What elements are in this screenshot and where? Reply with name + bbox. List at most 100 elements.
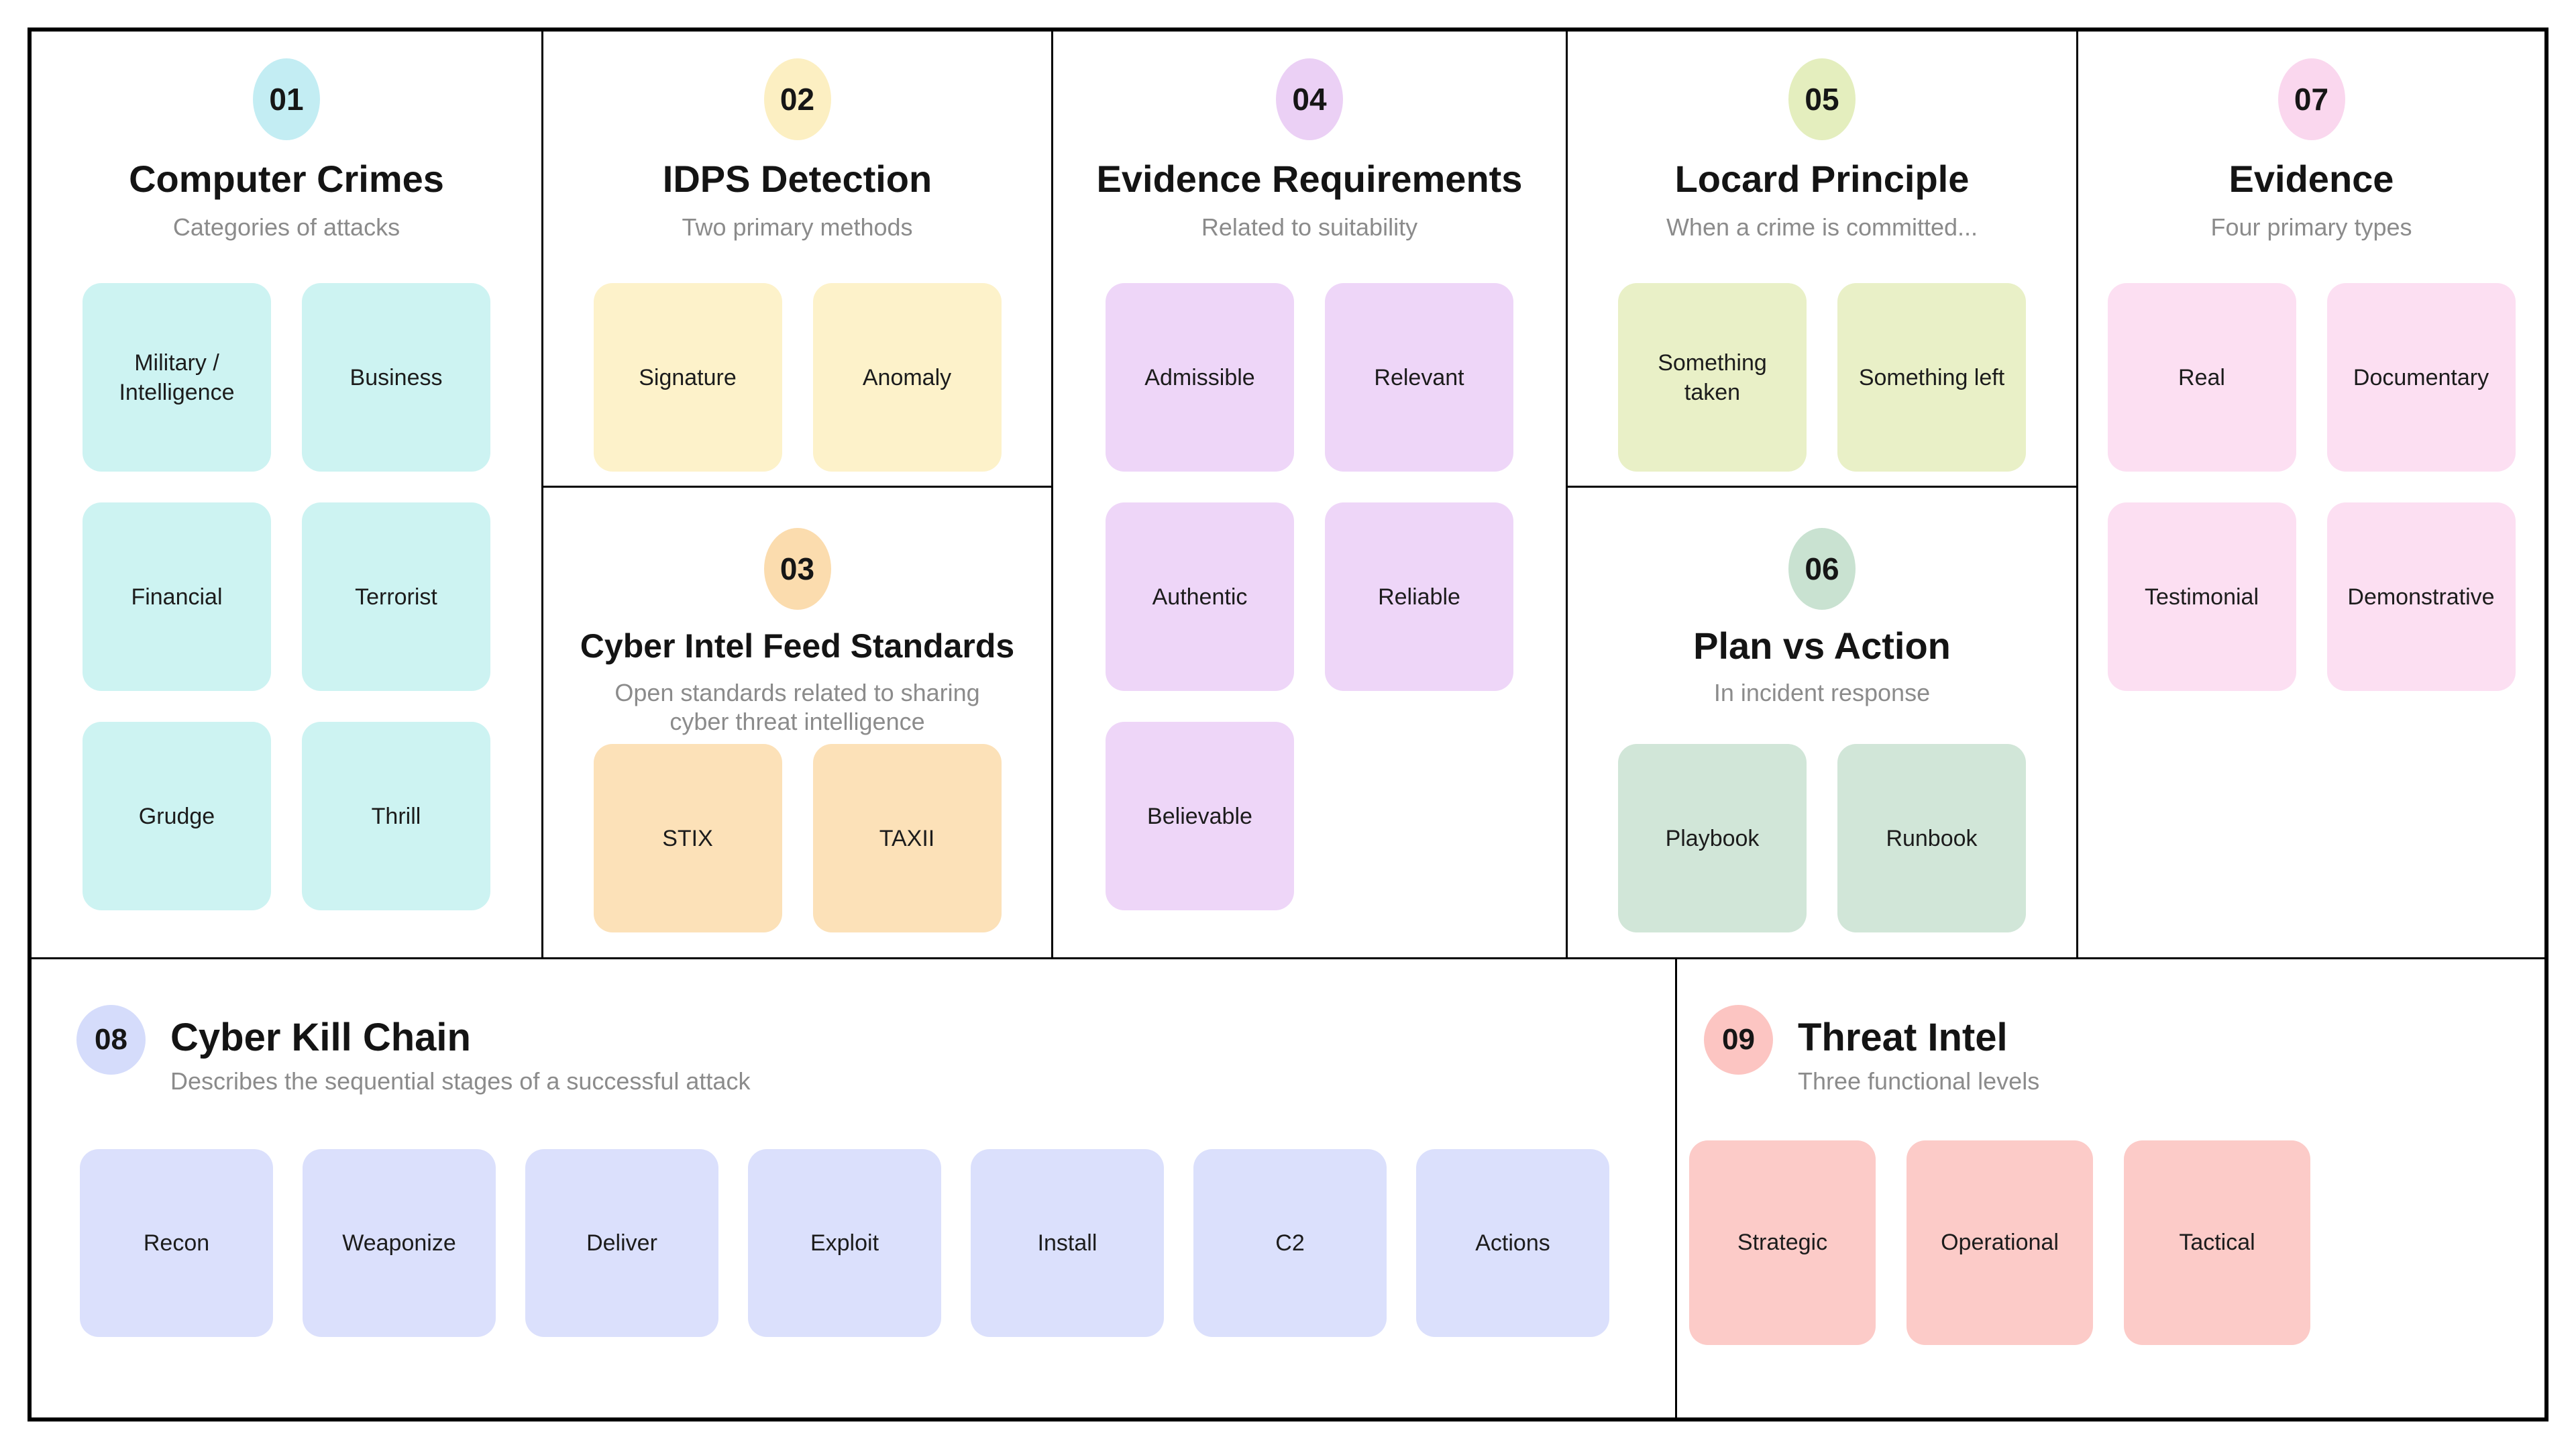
item-box: Strategic: [1689, 1140, 1876, 1345]
item-box: Grudge: [83, 722, 271, 910]
section-header: 09 Threat Intel Three functional levels: [1689, 1005, 2544, 1095]
section-number: 04: [1292, 82, 1327, 117]
column-4: 05 Locard Principle When a crime is comm…: [1568, 32, 2078, 957]
column-5: 07 Evidence Four primary types Real Docu…: [2078, 32, 2544, 957]
section-number: 05: [1805, 82, 1839, 117]
item-row: Strategic Operational Tactical: [1689, 1140, 2544, 1345]
section-header-text: Cyber Kill Chain Describes the sequentia…: [170, 1005, 750, 1095]
section-threat-intel: 09 Threat Intel Three functional levels …: [1677, 959, 2544, 1417]
cell-idps: 02 IDPS Detection Two primary methods Si…: [543, 32, 1051, 488]
section-subtitle: Four primary types: [2210, 213, 2412, 241]
cell-cifs: 03 Cyber Intel Feed Standards Open stand…: [543, 488, 1051, 955]
section-number-badge: 03: [763, 528, 831, 610]
section-subtitle: Open standards related to sharing cyber …: [614, 679, 980, 735]
item-box: Real: [2107, 283, 2296, 472]
section-computer-crimes: 01 Computer Crimes Categories of attacks…: [32, 32, 541, 957]
section-title: Threat Intel: [1798, 1016, 2008, 1059]
item-box: Testimonial: [2107, 502, 2296, 691]
bottom-grid: 08 Cyber Kill Chain Describes the sequen…: [32, 959, 2544, 1417]
section-number: 03: [780, 551, 815, 586]
item-row: Recon Weaponize Deliver Exploit Install …: [80, 1149, 1675, 1337]
section-subtitle: Describes the sequential stages of a suc…: [170, 1067, 751, 1095]
section-number-badge: 04: [1276, 58, 1343, 140]
item-box: Operational: [1907, 1140, 2093, 1345]
section-number-badge: 01: [253, 58, 320, 140]
section-number: 08: [95, 1023, 127, 1056]
item-box: C2: [1193, 1149, 1387, 1337]
column-3: 04 Evidence Requirements Related to suit…: [1053, 32, 1568, 957]
section-number-badge: 05: [1788, 58, 1856, 140]
item-box: Business: [302, 283, 490, 472]
column-2: 02 IDPS Detection Two primary methods Si…: [543, 32, 1053, 957]
item-box: STIX: [593, 744, 782, 932]
section-locard-principle: 05 Locard Principle When a crime is comm…: [1568, 32, 2076, 486]
item-box: Demonstrative: [2326, 502, 2516, 691]
item-box: Exploit: [748, 1149, 941, 1337]
section-title: Evidence: [2229, 158, 2394, 200]
item-grid: Signature Anomaly: [593, 283, 1002, 472]
item-box: Financial: [83, 502, 271, 691]
section-title: Cyber Intel Feed Standards: [580, 627, 1015, 665]
item-box: Install: [971, 1149, 1164, 1337]
item-box: Recon: [80, 1149, 273, 1337]
item-box: Thrill: [302, 722, 490, 910]
item-box: Believable: [1106, 722, 1294, 910]
section-idps-detection: 02 IDPS Detection Two primary methods Si…: [543, 32, 1051, 486]
section-title: IDPS Detection: [662, 158, 932, 200]
section-subtitle: Related to suitability: [1201, 213, 1418, 241]
top-grid: 01 Computer Crimes Categories of attacks…: [32, 32, 2544, 959]
section-number: 07: [2294, 82, 2329, 117]
section-title: Computer Crimes: [129, 158, 444, 200]
item-box: Documentary: [2326, 283, 2516, 472]
item-box: Reliable: [1325, 502, 1513, 691]
item-grid: Admissible Relevant Authentic Reliable B…: [1106, 283, 1513, 910]
section-title: Plan vs Action: [1693, 625, 1951, 667]
item-grid: Real Documentary Testimonial Demonstrati…: [2107, 283, 2516, 691]
item-box: Playbook: [1618, 744, 1807, 932]
item-box: Authentic: [1106, 502, 1294, 691]
section-subtitle: When a crime is committed...: [1666, 213, 1978, 241]
item-box: Deliver: [525, 1149, 718, 1337]
section-cyber-kill-chain: 08 Cyber Kill Chain Describes the sequen…: [32, 959, 1677, 1417]
section-evidence: 07 Evidence Four primary types Real Docu…: [2078, 32, 2544, 957]
section-subtitle: In incident response: [1713, 679, 1931, 706]
item-grid: Playbook Runbook: [1618, 744, 2026, 932]
item-box: TAXII: [812, 744, 1002, 932]
item-box: Something left: [1837, 283, 2026, 472]
item-box: Terrorist: [302, 502, 490, 691]
section-header: 08 Cyber Kill Chain Describes the sequen…: [76, 1005, 1675, 1095]
section-number: 02: [780, 82, 815, 117]
item-grid: Something taken Something left: [1618, 283, 2026, 472]
section-header-text: Threat Intel Three functional levels: [1798, 1005, 2039, 1095]
section-title: Cyber Kill Chain: [170, 1016, 471, 1059]
section-number: 09: [1722, 1023, 1755, 1056]
column-1: 01 Computer Crimes Categories of attacks…: [32, 32, 543, 957]
section-plan-vs-action: 06 Plan vs Action In incident response P…: [1568, 488, 2076, 955]
section-number: 06: [1805, 551, 1839, 586]
section-number-badge: 02: [763, 58, 831, 140]
section-number: 01: [269, 82, 304, 117]
item-box: Anomaly: [812, 283, 1002, 472]
cell-plan-vs-action: 06 Plan vs Action In incident response P…: [1568, 488, 2076, 955]
item-box: Tactical: [2124, 1140, 2310, 1345]
infographic-canvas: 01 Computer Crimes Categories of attacks…: [28, 28, 2548, 1421]
section-subtitle: Categories of attacks: [172, 213, 400, 241]
item-grid: STIX TAXII: [593, 744, 1002, 932]
section-title: Locard Principle: [1674, 158, 1970, 200]
item-grid: Military / Intelligence Business Financi…: [83, 283, 490, 910]
section-title: Evidence Requirements: [1096, 158, 1523, 200]
section-subtitle: Two primary methods: [682, 213, 913, 241]
item-box: Relevant: [1325, 283, 1513, 472]
cell-locard: 05 Locard Principle When a crime is comm…: [1568, 32, 2076, 488]
section-number-badge: 08: [76, 1005, 146, 1075]
section-evidence-requirements: 04 Evidence Requirements Related to suit…: [1053, 32, 1566, 957]
item-box: Runbook: [1837, 744, 2026, 932]
item-box: Actions: [1416, 1149, 1609, 1337]
item-box: Military / Intelligence: [83, 283, 271, 472]
section-number-badge: 09: [1704, 1005, 1773, 1075]
section-number-badge: 06: [1788, 528, 1856, 610]
item-box: Something taken: [1618, 283, 1807, 472]
item-box: Admissible: [1106, 283, 1294, 472]
section-subtitle: Three functional levels: [1798, 1067, 2040, 1095]
section-cyber-intel-feed-standards: 03 Cyber Intel Feed Standards Open stand…: [543, 488, 1051, 955]
